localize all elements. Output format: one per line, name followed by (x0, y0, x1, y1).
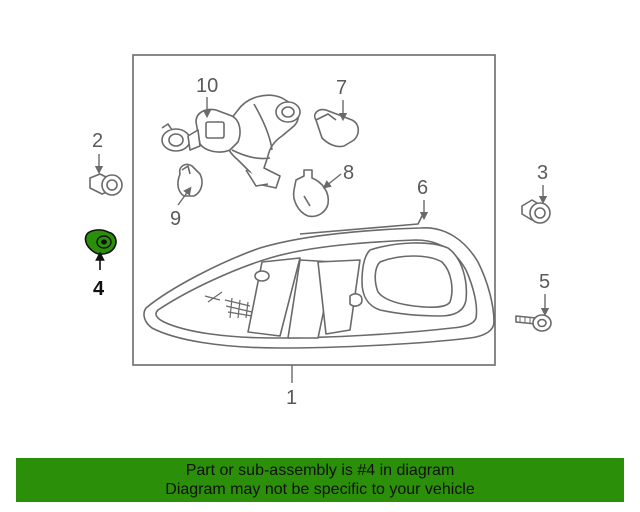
callout-8-leader (322, 173, 342, 189)
callout-6-label: 6 (417, 177, 428, 199)
callout-5-label: 5 (539, 271, 550, 293)
grommet-part-4[interactable] (84, 229, 117, 255)
callout-2-label: 2 (92, 130, 103, 152)
bulb-part-7[interactable] (313, 108, 360, 148)
bulb-part-8[interactable] (292, 169, 330, 218)
callout-8-label: 8 (343, 162, 354, 184)
callout-1-label: 1 (286, 387, 297, 409)
callout-3-label: 3 (537, 162, 548, 184)
tail-lamp-assembly[interactable] (143, 211, 495, 349)
info-banner: Part or sub-assembly is #4 in diagram Di… (16, 458, 624, 502)
screw-part-5[interactable] (515, 314, 552, 332)
callout-9-label: 9 (170, 208, 181, 230)
bulb-part-9[interactable] (177, 163, 203, 197)
nut-part-2[interactable] (89, 173, 123, 196)
callout-7-label: 7 (336, 77, 347, 99)
callout-9-leader (177, 186, 192, 206)
assembly-frame (132, 54, 496, 366)
socket-harness-assembly[interactable] (161, 94, 301, 189)
banner-line-2: Diagram may not be specific to your vehi… (165, 481, 475, 498)
callout-10-label: 10 (196, 75, 218, 97)
callout-4-label: 4 (93, 278, 105, 300)
banner-line-1: Part or sub-assembly is #4 in diagram (185, 462, 455, 479)
nut-part-3[interactable] (521, 199, 551, 224)
